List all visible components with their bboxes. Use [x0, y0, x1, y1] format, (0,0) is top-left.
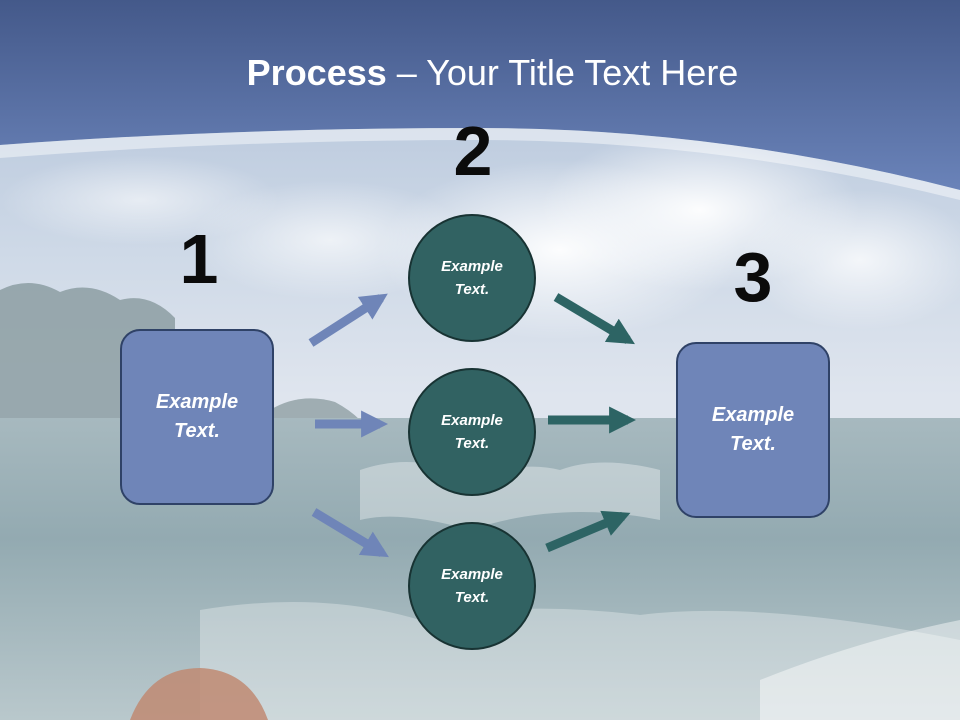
step-2-node-2-label: Example Text. — [441, 412, 503, 452]
step-1-label: Example Text. — [155, 391, 239, 442]
step-1-number: 1 — [179, 220, 219, 298]
step-3-box: Example Text. — [676, 342, 830, 518]
step-2-node-2: Example Text. — [408, 368, 536, 496]
step-2-node-1-label: Example Text. — [441, 258, 503, 298]
step-2-node-1: Example Text. — [408, 214, 536, 342]
step-1-box: Example Text. — [120, 329, 274, 505]
step-2-node-3-label: Example Text. — [441, 566, 503, 606]
step-3-label: Example Text. — [711, 404, 795, 455]
step-2-number: 2 — [453, 112, 493, 190]
step-2-node-3: Example Text. — [408, 522, 536, 650]
step-3-number: 3 — [733, 238, 773, 316]
